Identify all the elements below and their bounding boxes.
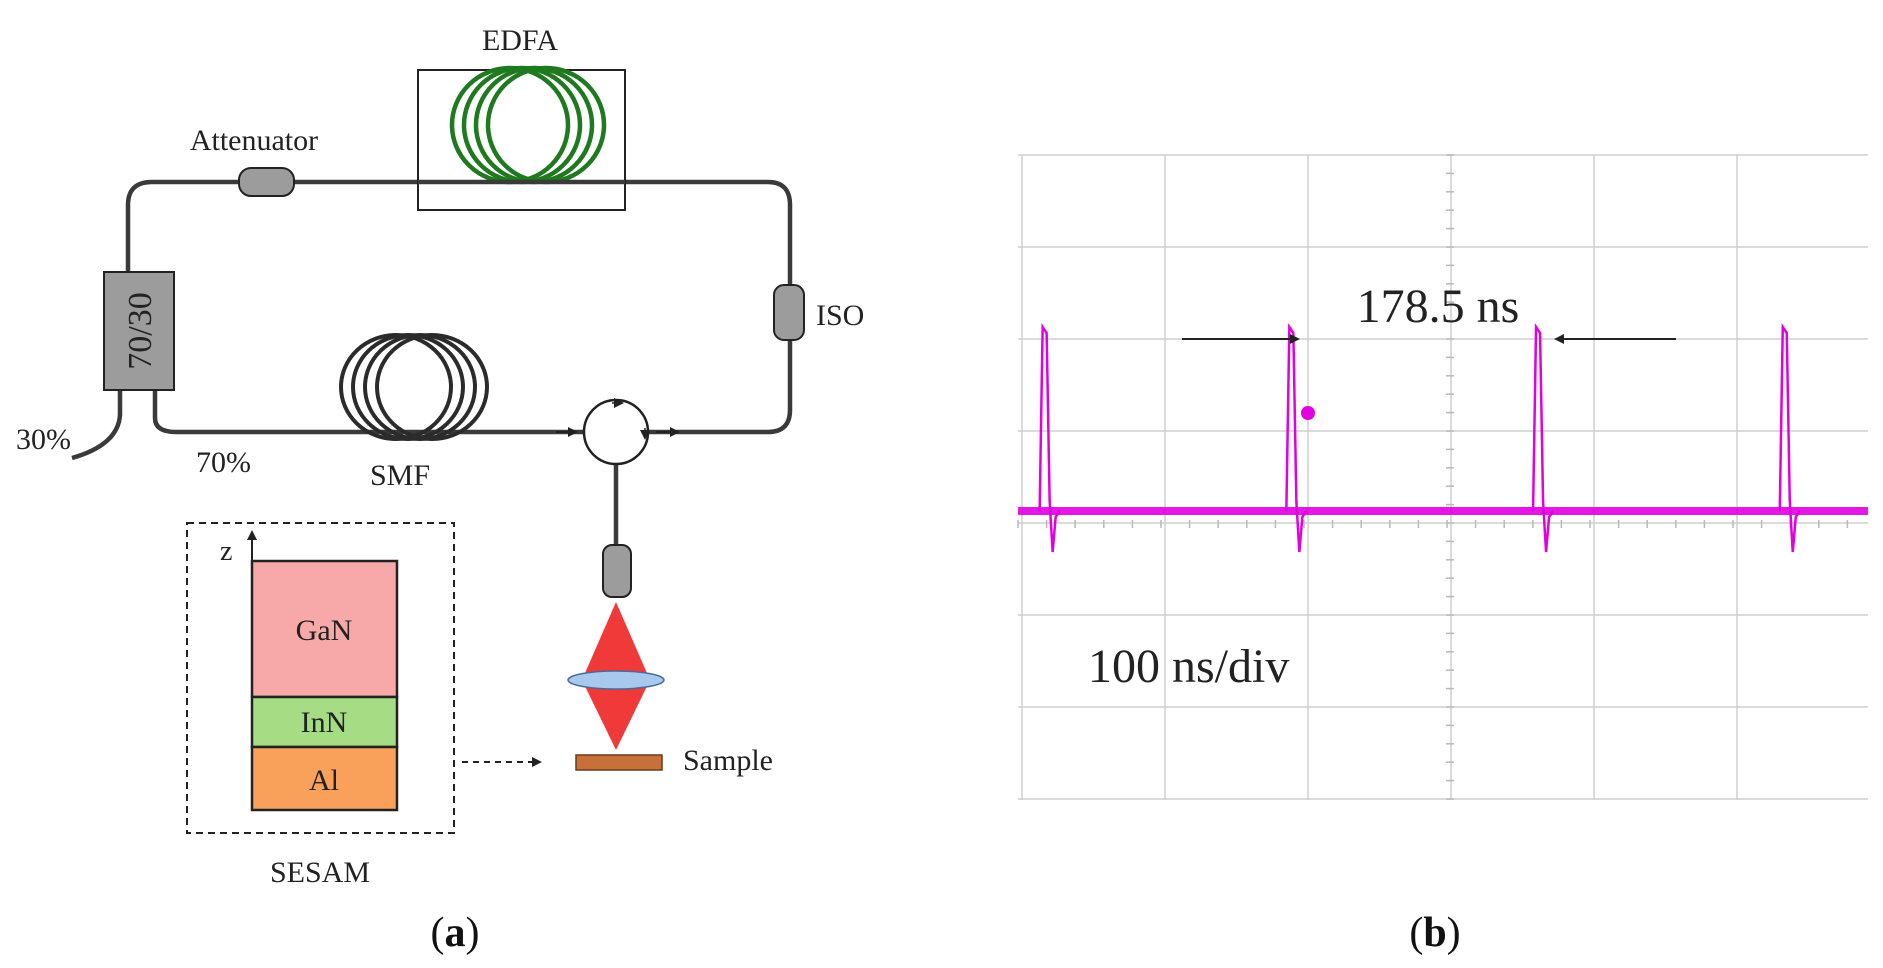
- fiber-output-30: [71, 390, 123, 461]
- panel-b-oscilloscope: 178.5 ns 100 ns/div (b): [1017, 154, 1868, 956]
- period-label: 178.5 ns: [1357, 280, 1520, 333]
- panel-a-setup: EDFA Attenuator 70/30 30% 70% ISO SMF: [16, 24, 864, 956]
- fiber-lower-arm: [152, 390, 584, 435]
- pulse-peak: [1285, 322, 1308, 553]
- layer-inn: [250, 695, 399, 749]
- coupler-70-30: [103, 271, 175, 391]
- smf-coil-icon: [339, 333, 489, 441]
- collimator-icon: [602, 544, 632, 598]
- layer-gan-label: GaN: [296, 614, 353, 647]
- pulse-peak: [1531, 322, 1555, 553]
- attenuator-icon: [238, 167, 295, 197]
- layer-inn-label: InN: [301, 706, 348, 739]
- cursor-marker: [1301, 406, 1315, 420]
- port-30-label: 30%: [16, 423, 71, 456]
- oscilloscope-grid: [1017, 154, 1868, 800]
- sample-icon: [575, 754, 663, 771]
- layer-gan: [250, 559, 399, 699]
- pulse-peak: [1778, 322, 1801, 553]
- isolator-icon: [773, 284, 805, 341]
- iso-label: ISO: [816, 299, 864, 332]
- port-70-label: 70%: [196, 446, 251, 479]
- fiber-loop: [125, 179, 793, 435]
- sample-label: Sample: [683, 744, 773, 777]
- layer-al: [250, 745, 399, 812]
- coupler-label: 70/30: [122, 292, 159, 369]
- lens-icon: [567, 670, 665, 690]
- sesam-inset: [186, 522, 455, 834]
- timebase-label: 100 ns/div: [1088, 640, 1289, 693]
- smf-label: SMF: [370, 459, 430, 492]
- z-axis-label: z: [220, 536, 232, 567]
- pulse-peak: [1038, 322, 1061, 553]
- layer-al-label: Al: [309, 764, 339, 797]
- attenuator-label: Attenuator: [190, 124, 318, 157]
- circulator-icon: [582, 398, 650, 466]
- edfa-label: EDFA: [482, 24, 558, 57]
- caption-a: (a): [431, 910, 480, 956]
- pulse-train-trace: [1018, 322, 1868, 553]
- sesam-caption: SESAM: [270, 856, 370, 889]
- caption-b: (b): [1409, 910, 1460, 956]
